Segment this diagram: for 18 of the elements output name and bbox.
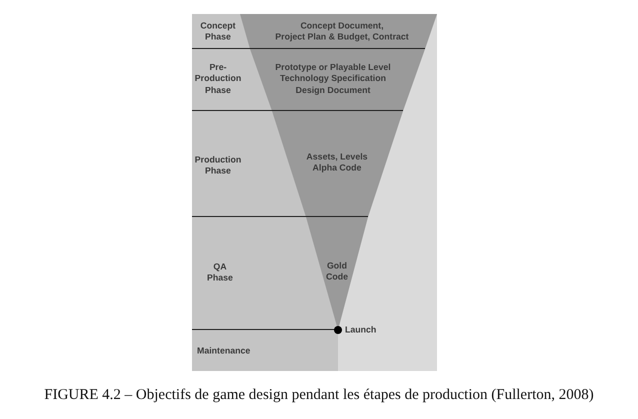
phase-label: Maintenance (197, 345, 250, 357)
phase-label: Pre-Production Phase (194, 62, 242, 96)
phase-label: QA Phase (206, 262, 234, 284)
deliverable-label: Technology Specification (279, 73, 387, 85)
deliverable-label: Concept Document, (299, 20, 385, 32)
deliverable-label: Gold Code (325, 260, 349, 284)
figure-caption: FIGURE 4.2 – Objectifs de game design pendant les étapes de production (Fullerton, 2008) (44, 387, 594, 403)
milestone-label: Launch (345, 324, 376, 336)
deliverable-label: Prototype or Playable Level (275, 62, 391, 74)
deliverable-label: Assets, Levels (306, 152, 368, 163)
phase-band (192, 49, 437, 111)
phase-band (192, 111, 437, 217)
phase-label: Production Phase (194, 154, 242, 178)
deliverable-label: Project Plan & Budget, Contract (275, 32, 409, 44)
phase-label: Concept Phase (199, 20, 237, 44)
phase-band (192, 14, 437, 49)
deliverable-label: Alpha Code (312, 163, 362, 174)
deliverable-label: Design Document (294, 84, 372, 96)
